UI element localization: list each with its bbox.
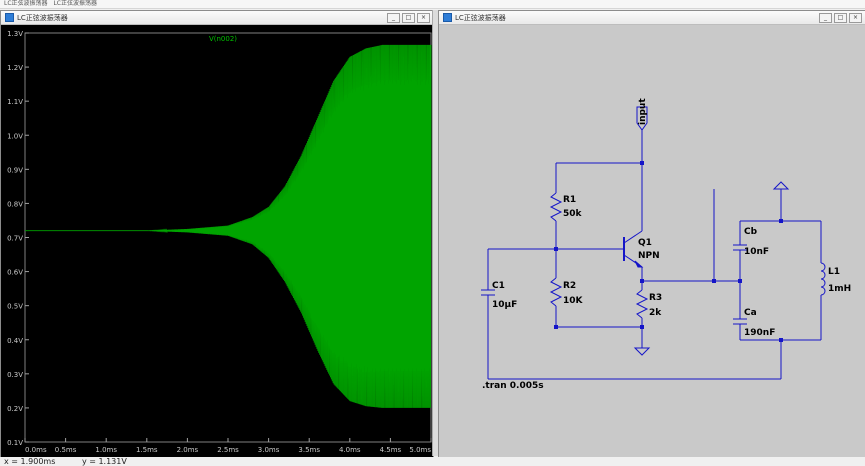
r3-value: 2k <box>649 308 662 318</box>
schematic-window-icon <box>443 13 452 22</box>
c1-value: 10µF <box>492 300 517 310</box>
r2-name: R2 <box>563 281 576 291</box>
schematic-titlebar: LC正弦波振荡器 _ □ × <box>439 11 865 25</box>
x-tick-label: 3.0ms <box>258 446 280 454</box>
trace-label[interactable]: V(n002) <box>209 35 237 43</box>
y-tick-label: 1.1V <box>7 98 23 106</box>
y-tick-label: 0.8V <box>7 200 23 208</box>
x-tick-label: 2.5ms <box>217 446 239 454</box>
cb-name: Cb <box>744 227 758 237</box>
r1-resistor <box>549 192 563 222</box>
l1-name: L1 <box>828 267 840 277</box>
ca-value: 190nF <box>744 328 775 338</box>
x-tick-label: 1.0ms <box>95 446 117 454</box>
waveform-chart[interactable]: 0.1V 0.2V 0.3V 0.4V 0.5V 0.6V 0.7V 0.8V 0.9V 1.0V… <box>1 25 433 457</box>
waveform-window-title: LC正弦波振荡器 <box>17 13 68 22</box>
minimize-button[interactable]: _ <box>819 13 832 23</box>
c1-name: C1 <box>492 281 505 291</box>
y-tick-label: 0.4V <box>7 337 23 345</box>
y-tick-label: 0.1V <box>7 439 23 447</box>
q1-name: Q1 <box>638 238 652 248</box>
minimize-button[interactable]: _ <box>387 13 400 23</box>
cb-value: 10nF <box>744 247 769 257</box>
q1-emitter-arrow <box>634 260 644 268</box>
l1-inductor <box>820 262 826 296</box>
app-tab-2[interactable]: LC正弦波振荡器 <box>53 0 98 7</box>
y-tick-label: 1.3V <box>7 30 23 38</box>
close-button[interactable]: × <box>849 13 862 23</box>
x-tick-label: 0.5ms <box>55 446 77 454</box>
input-port <box>636 106 648 131</box>
l1-value: 1mH <box>828 284 851 294</box>
r3-name: R3 <box>649 293 662 303</box>
x-tick-label: 3.5ms <box>298 446 320 454</box>
waveform-window-icon <box>5 13 14 22</box>
supply-arrow <box>772 181 790 190</box>
r2-resistor <box>549 277 563 307</box>
app-tab-strip: LC正弦波振荡器 LC正弦波振荡器 <box>0 0 865 9</box>
waveform-trace[interactable] <box>25 44 432 408</box>
waveform-plot-area[interactable]: 0.1V 0.2V 0.3V 0.4V 0.5V 0.6V 0.7V 0.8V 0.9V 1.0V… <box>1 25 433 457</box>
y-tick-label: 0.3V <box>7 371 23 379</box>
input-label: input <box>638 98 648 125</box>
app-tab-1[interactable]: LC正弦波振荡器 <box>4 0 48 7</box>
q1-value: NPN <box>638 251 660 261</box>
y-axis-ticks: 0.1V 0.2V 0.3V 0.4V 0.5V 0.6V 0.7V 0.8V 0.9V 1.0V… <box>7 30 29 447</box>
x-tick-label: 1.5ms <box>136 446 158 454</box>
schematic-drawing[interactable]: input R1 50k Q1 NPN R2 10K R3 2k C1 10µF… <box>439 25 865 457</box>
status-bar: x = 1.900ms y = 1.131V <box>0 457 865 466</box>
x-tick-label: 4.0ms <box>339 446 361 454</box>
r1-value: 50k <box>563 209 583 219</box>
r1-name: R1 <box>563 195 576 205</box>
x-tick-label: 2.0ms <box>177 446 199 454</box>
ground-symbol <box>633 347 651 356</box>
y-tick-label: 0.5V <box>7 303 23 311</box>
x-axis-ticks: 0.0ms 0.5ms 1.0ms 1.5ms 2.0ms 2.5ms 3.0ms 3.5ms… <box>24 438 432 454</box>
schematic-canvas[interactable]: input R1 50k Q1 NPN R2 10K R3 2k C1 10µF… <box>439 25 865 457</box>
x-tick-label: 0.0ms <box>25 446 47 454</box>
schematic-window-title: LC正弦波振荡器 <box>455 13 506 22</box>
maximize-button[interactable]: □ <box>402 13 415 23</box>
y-readout: y = 1.131V <box>81 457 127 466</box>
waveform-titlebar: LC正弦波振荡器 _ □ × <box>1 11 433 25</box>
trace-v-n002 <box>25 44 432 408</box>
x-readout: x = 1.900ms <box>4 457 56 466</box>
tran-directive[interactable]: .tran 0.005s <box>482 381 544 391</box>
y-tick-label: 0.2V <box>7 405 23 413</box>
r3-resistor <box>635 289 649 319</box>
x-tick-label: 4.5ms <box>380 446 402 454</box>
y-tick-label: 1.2V <box>7 64 23 72</box>
ca-name: Ca <box>744 308 757 318</box>
y-tick-label: 0.6V <box>7 269 23 277</box>
y-tick-label: 1.0V <box>7 132 23 140</box>
window-divider[interactable] <box>432 10 438 456</box>
r2-value: 10K <box>563 296 584 306</box>
close-button[interactable]: × <box>417 13 430 23</box>
schematic-window: LC正弦波振荡器 _ □ × <box>438 10 865 458</box>
y-tick-label: 0.7V <box>7 235 23 243</box>
y-tick-label: 0.9V <box>7 166 23 174</box>
x-tick-label: 5.0ms <box>409 446 431 454</box>
maximize-button[interactable]: □ <box>834 13 847 23</box>
